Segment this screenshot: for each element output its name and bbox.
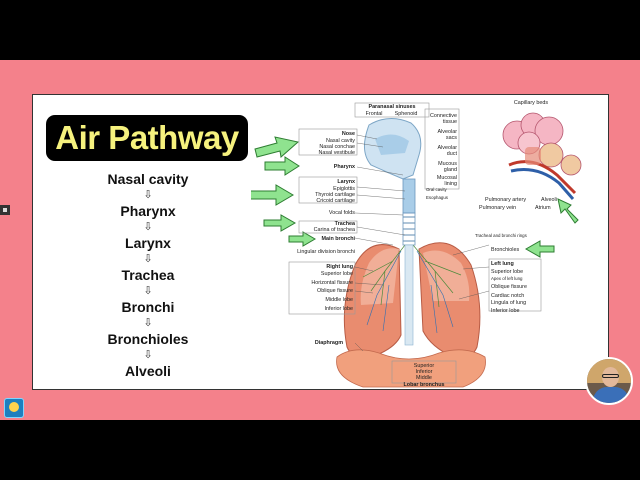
label-alveolar-sacs-2: sacs — [446, 135, 457, 141]
label-lingula: Lingula of lung — [491, 300, 526, 306]
label-nasal-vestibule: Nasal vestibule — [318, 150, 355, 156]
label-horizontal-fissure: Horizontal fissure — [311, 280, 353, 286]
label-frontal: Frontal — [366, 111, 383, 117]
label-thyroid-cartilage: Thyroid cartilage — [315, 192, 355, 198]
down-arrow-icon: ⇩ — [143, 189, 153, 201]
label-lobar-inferior: Inferior — [416, 369, 433, 375]
green-arrow-icon — [263, 214, 297, 232]
down-arrow-icon: ⇩ — [143, 285, 153, 297]
pathway-step: Bronchioles — [107, 331, 189, 347]
green-arrow-icon — [264, 156, 300, 176]
label-esophagus: Esophagus — [426, 195, 449, 200]
label-superior-lobe-left: Superior lobe — [491, 269, 523, 275]
webcam-overlay — [585, 357, 633, 405]
label-cricoid-cartilage: Cricoid cartilage — [316, 198, 355, 204]
down-arrow-icon: ⇩ — [143, 221, 153, 233]
label-alveoli: Alveoli — [541, 197, 557, 203]
label-superior-lobe: Superior lobe — [321, 271, 353, 277]
label-diaphragm: Diaphragm — [315, 340, 343, 346]
glasses-icon — [602, 374, 619, 378]
label-pulmonary-artery: Pulmonary artery — [485, 197, 526, 203]
down-arrow-icon: ⇩ — [143, 253, 153, 265]
label-cardiac-notch: Cardiac notch — [491, 293, 524, 299]
green-arrow-icon — [524, 240, 555, 258]
label-sphenoid: Sphenoid — [395, 111, 418, 117]
label-pharynx: Pharynx — [334, 164, 355, 170]
label-middle-lobe: Middle lobe — [325, 297, 353, 303]
down-arrow-icon: ⇩ — [143, 317, 153, 329]
slide: Air Pathway Nasal cavity ⇩ Pharynx ⇩ Lar… — [32, 94, 609, 390]
label-connective-tissue-2: tissue — [443, 119, 457, 125]
label-mucosal-lining-2: lining — [444, 181, 457, 187]
label-paranasal-sinuses: Paranasal sinuses — [368, 104, 415, 110]
label-mucous-gland: Mucous — [438, 161, 457, 167]
title-box: Air Pathway — [46, 115, 248, 161]
label-capillary-beds: Capillary beds — [514, 100, 548, 106]
label-apex-left-lung: Apex of left lung — [491, 276, 523, 281]
pathway-step: Pharynx — [120, 203, 176, 219]
label-alveolar-sacs: Alveolar — [438, 129, 458, 135]
label-vocal-folds: Vocal folds — [329, 210, 355, 216]
label-larynx: Larynx — [337, 179, 355, 185]
alveoli-inset — [502, 112, 582, 200]
label-oblique-fissure-right: Oblique fissure — [317, 288, 353, 294]
green-arrow-icon — [251, 184, 294, 206]
green-arrow-icon — [288, 231, 316, 247]
label-atrium: Atrium — [535, 205, 551, 211]
label-right-lung: Right lung — [326, 264, 353, 270]
pathway-step: Alveoli — [125, 363, 171, 379]
label-nasal-conchae: Nasal conchae — [319, 144, 355, 150]
label-trachea: Trachea — [335, 221, 356, 227]
label-oral-cavity: Oral cavity — [426, 187, 448, 192]
label-bronchioles: Bronchioles — [491, 247, 519, 253]
label-lobar-superior: Superior — [414, 363, 435, 369]
label-lobar-bronchus: Lobar bronchus — [403, 382, 444, 388]
label-nose: Nose — [342, 131, 355, 137]
pathway-list: Nasal cavity ⇩ Pharynx ⇩ Larynx ⇩ Trache… — [73, 171, 223, 379]
label-main-bronchi: Main bronchi — [321, 236, 355, 242]
label-alveolar-duct-2: duct — [447, 151, 458, 157]
pathway-step: Trachea — [121, 267, 175, 283]
pathway-step: Bronchi — [121, 299, 175, 315]
down-arrow-icon: ⇩ — [143, 349, 153, 361]
label-epiglottis: Epiglottis — [333, 186, 355, 192]
respiratory-diagram: Paranasal sinuses Frontal Sphenoid Nose … — [251, 100, 582, 388]
presenter-body — [593, 387, 629, 403]
label-mucous-gland-2: gland — [444, 167, 457, 173]
label-inferior-lobe-left: Inferior lobe — [491, 308, 519, 314]
label-tracheal-rings: Tracheal and bronchi rings — [475, 233, 528, 238]
pathway-step: Larynx — [125, 235, 171, 251]
label-alveolar-duct: Alveolar — [438, 145, 458, 151]
app-logo-icon[interactable] — [4, 398, 24, 418]
label-oblique-fissure-left: Oblique fissure — [491, 284, 527, 290]
label-lingular-bronchi: Lingular division bronchi — [297, 249, 355, 255]
label-pulmonary-vein: Pulmonary vein — [479, 205, 516, 211]
pathway-step: Nasal cavity — [107, 171, 189, 187]
label-carina: Carina of trachea — [314, 227, 355, 233]
label-nasal-cavity: Nasal cavity — [326, 138, 355, 144]
green-arrow-icon — [254, 136, 300, 158]
green-arrow-icon — [557, 198, 579, 224]
label-inferior-lobe-right: Inferior lobe — [325, 306, 353, 312]
label-left-lung: Left lung — [491, 261, 514, 267]
left-edge-marker-icon — [0, 205, 10, 215]
label-mucosal-lining: Mucosal — [437, 175, 457, 181]
slide-title: Air Pathway — [55, 119, 239, 156]
label-connective-tissue: Connective — [430, 113, 457, 119]
label-lobar-middle: Middle — [416, 375, 432, 381]
